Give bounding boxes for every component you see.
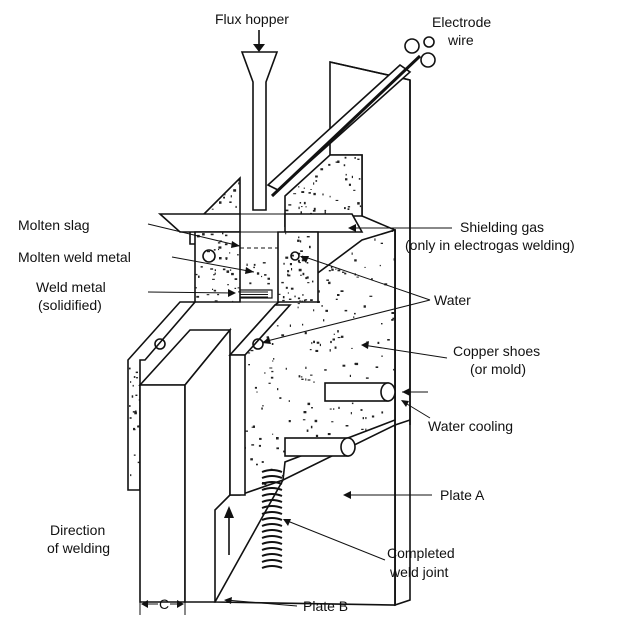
weld-ripple — [261, 529, 283, 533]
gap-c-dimension — [139, 595, 186, 615]
label-completed-line1: Completed — [387, 545, 455, 561]
plate-b — [138, 327, 232, 603]
right-copper-shoe — [228, 304, 292, 496]
weld-cavity — [157, 213, 364, 303]
weld-ripple — [261, 535, 283, 539]
weld-ripple — [261, 547, 283, 551]
label-molten-weld-metal: Molten weld metal — [18, 249, 131, 265]
weld-ripple — [261, 511, 283, 515]
water-hole-left — [154, 338, 166, 350]
weld-ripple — [261, 493, 283, 497]
weld-ripple — [261, 559, 283, 563]
direction-arrow — [224, 506, 234, 555]
weld-ripple — [261, 523, 283, 527]
label-plate-b: Plate B — [303, 598, 348, 614]
label-water: Water — [434, 292, 471, 308]
label-shielding-gas-line2: (only in electrogas welding) — [405, 237, 575, 253]
label-electrode-wire-line1: Electrode — [432, 14, 491, 30]
electrode-wire — [266, 36, 436, 198]
label-direction-line2: of welding — [47, 540, 110, 556]
label-copper-shoes-line2: (or mold) — [470, 361, 526, 377]
weld-ripple — [261, 469, 283, 473]
label-plate-a: Plate A — [440, 487, 485, 503]
water-cooling-pipe-lower — [284, 437, 356, 457]
weld-ripple — [261, 505, 283, 509]
weld-ripple — [261, 475, 283, 479]
label-direction-line1: Direction — [50, 522, 105, 538]
weld-ripple — [261, 565, 283, 569]
left-side-plate — [127, 301, 197, 491]
copper-shoe-upper-right — [277, 231, 319, 303]
completed-weld-ripples — [261, 469, 283, 569]
water-cooling-pipe-upper — [324, 382, 396, 402]
label-shielding-gas-line1: Shielding gas — [460, 219, 544, 235]
leader-lines — [147, 223, 452, 607]
label-flux-hopper: Flux hopper — [215, 11, 289, 27]
label-completed-line2: weld joint — [389, 564, 448, 580]
weld-ripple — [261, 487, 283, 491]
weld-ripple — [261, 499, 283, 503]
weld-ripple — [261, 517, 283, 521]
label-molten-slag: Molten slag — [18, 217, 90, 233]
label-weld-metal-line1: Weld metal — [36, 279, 106, 295]
label-water-cooling: Water cooling — [428, 418, 513, 434]
flux-hopper — [240, 30, 279, 211]
label-electrode-wire-line2: wire — [447, 32, 474, 48]
weld-ripple — [261, 553, 283, 557]
weld-ripple — [261, 481, 283, 485]
label-weld-metal-line2: (solidified) — [38, 297, 102, 313]
label-copper-shoes-line1: Copper shoes — [453, 343, 540, 359]
labels: Flux hopper Electrode wire Molten slag M… — [18, 11, 575, 614]
weld-ripple — [261, 541, 283, 545]
label-gap-c: C — [159, 596, 169, 612]
water-hole-right — [252, 338, 264, 350]
